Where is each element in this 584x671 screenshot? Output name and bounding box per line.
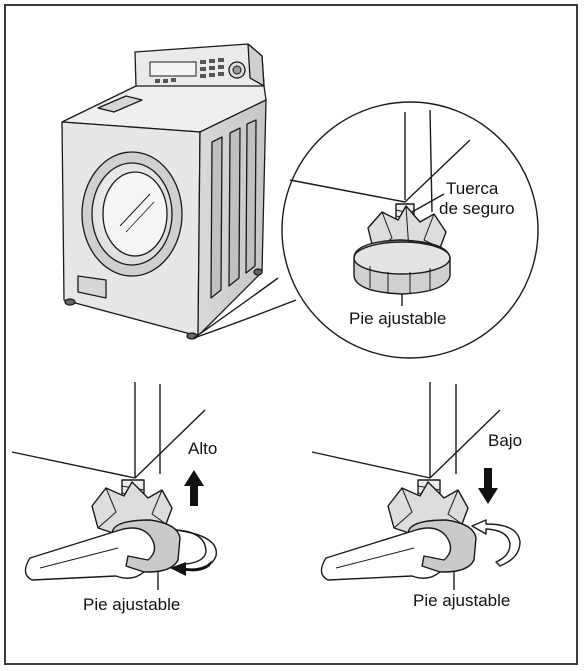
label-adjustable-foot-left: Pie ajustable <box>83 595 180 614</box>
raise-foot-illustration <box>12 382 205 590</box>
down-arrow-icon <box>478 468 498 504</box>
washer-illustration <box>62 44 266 339</box>
label-high: Alto <box>188 439 217 458</box>
wrench-right <box>321 528 450 580</box>
label-lock-nut-line2: de seguro <box>439 199 515 218</box>
label-adjustable-foot-top: Pie ajustable <box>349 309 446 328</box>
wrench-left <box>25 528 154 580</box>
label-low: Bajo <box>488 431 522 450</box>
rotate-arrow-right-icon <box>472 520 520 566</box>
washer-foot-back-right <box>254 269 262 275</box>
up-arrow-icon <box>184 470 204 506</box>
label-adjustable-foot-right: Pie ajustable <box>413 591 510 610</box>
label-lock-nut-line1: Tuerca <box>446 179 499 198</box>
lower-foot-illustration <box>312 382 500 590</box>
washer-foot-front-left <box>65 299 75 305</box>
washer-door-glass <box>103 172 167 256</box>
